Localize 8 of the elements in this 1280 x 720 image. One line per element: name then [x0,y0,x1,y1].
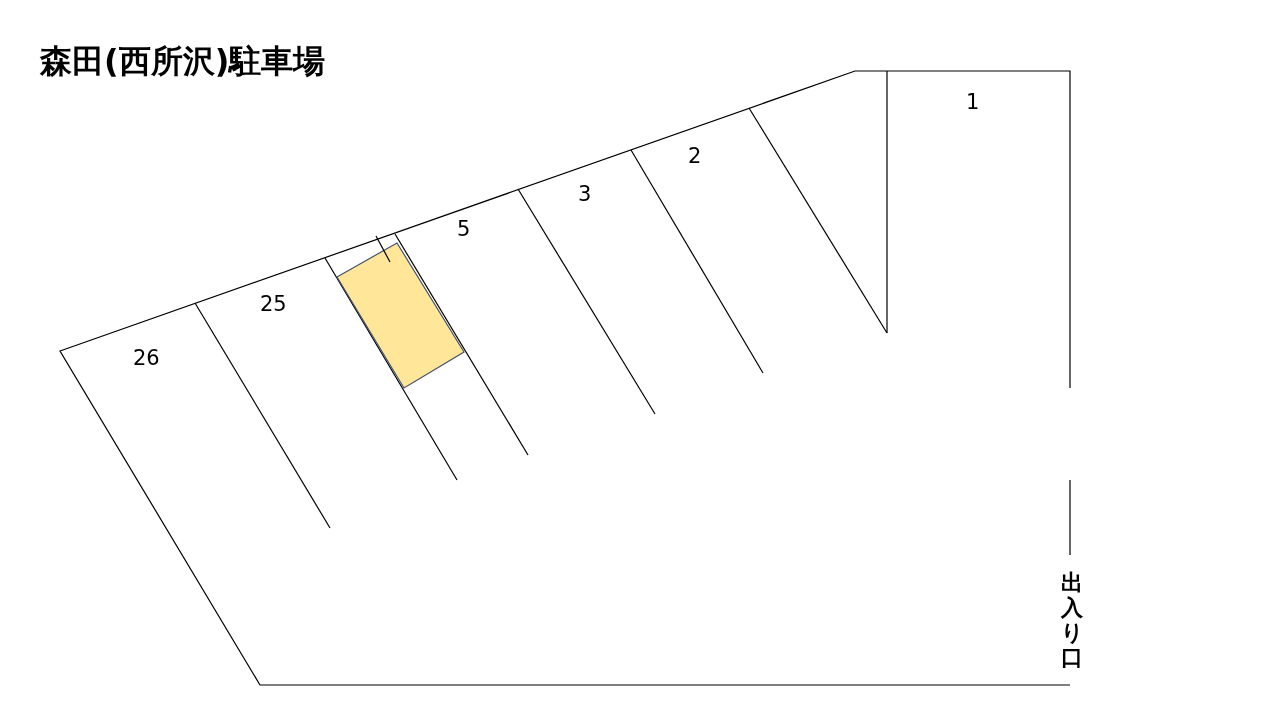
parking-space-number: 2 [688,146,702,167]
entrance-label: 出入り口 [1060,570,1084,670]
parking-space-number: 1 [966,92,980,113]
map-title: 森田(西所沢)駐車場 [40,41,326,82]
parking-space-number: 3 [578,184,592,205]
parking-space-number: 5 [457,219,471,240]
parking-space-number: 26 [133,348,160,369]
parking-space-number: 25 [260,294,287,315]
